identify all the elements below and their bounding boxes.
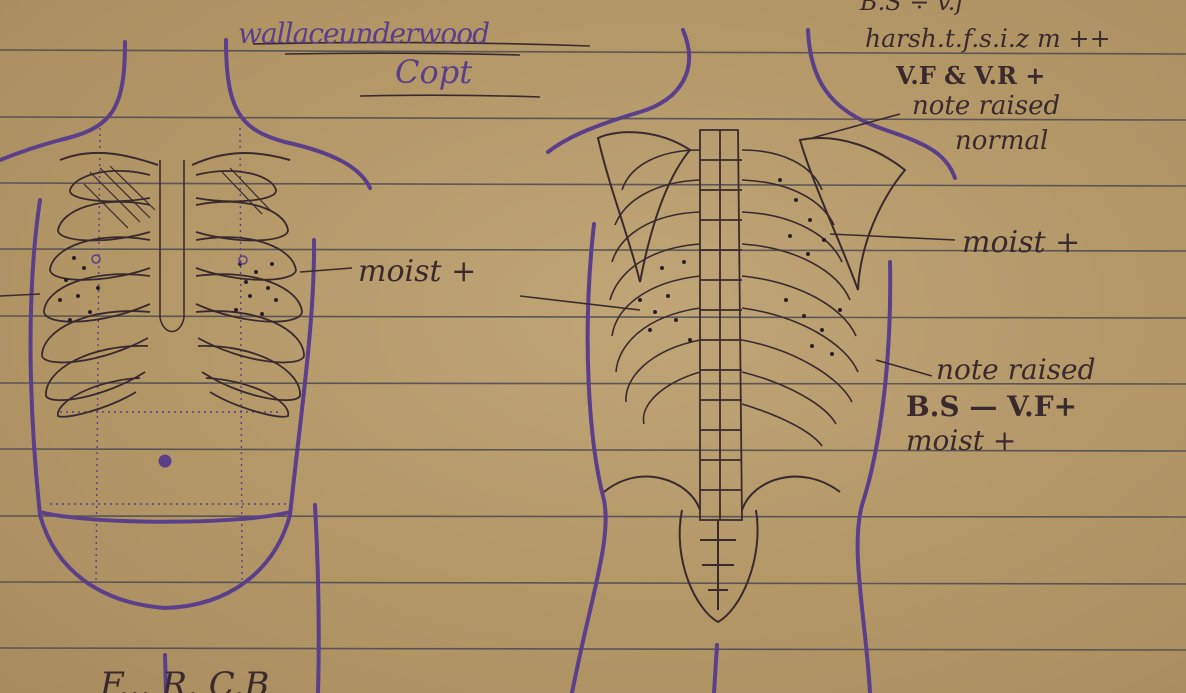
annotation-bottom-partial: F... R. C.B: [100, 668, 269, 693]
annotation-lower-right-2: B.S — V.F+: [906, 393, 1077, 421]
annotation-top-right-3: V.F & V.R +: [896, 64, 1045, 88]
annotation-lower-right-1: note raised: [936, 356, 1096, 384]
annotation-top-right-4: note raised: [912, 93, 1060, 119]
patient-name-note-2: Copt: [395, 56, 472, 88]
annotation-top-right-1: B.S ÷ v.f: [860, 0, 964, 14]
annotation-moist-front: moist +: [358, 257, 476, 287]
annotation-top-right-5: normal: [955, 128, 1048, 154]
annotation-lower-right-3: moist +: [906, 427, 1016, 455]
back-torso-figure: [548, 30, 955, 693]
front-torso-figure: [0, 40, 370, 693]
leader-lines: [0, 114, 955, 376]
annotation-moist-back: moist +: [962, 228, 1080, 258]
annotation-top-right-2: harsh.t.f.s.i.z m ++: [865, 26, 1111, 51]
patient-name-note: wallaceunderwood: [238, 20, 489, 48]
